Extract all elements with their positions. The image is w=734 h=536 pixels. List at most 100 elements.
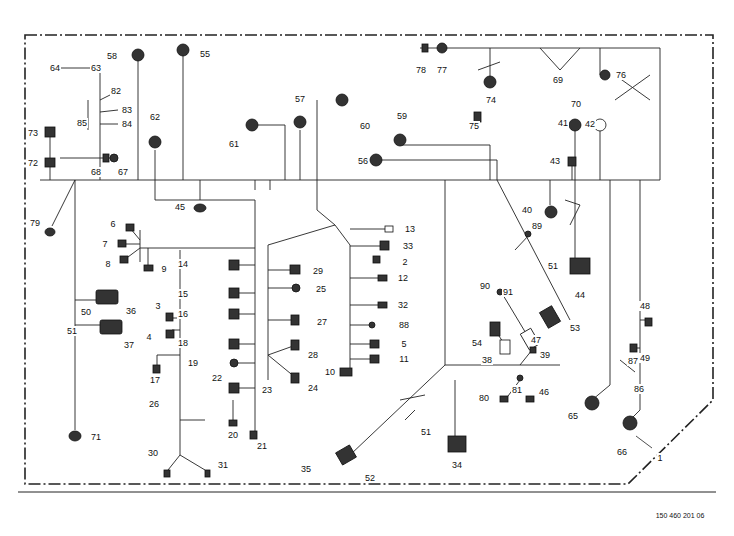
wires xyxy=(40,48,660,470)
callout-number: 75 xyxy=(468,121,480,131)
connector-icon xyxy=(484,76,496,88)
callout-number: 24 xyxy=(307,383,319,393)
connector-icon xyxy=(96,290,118,304)
callout-number: 6 xyxy=(109,219,116,229)
connector-icon xyxy=(250,431,257,439)
callout-number: 41 xyxy=(557,118,569,128)
callout-number: 59 xyxy=(396,111,408,121)
callout-number: 55 xyxy=(199,49,211,59)
connector-icon xyxy=(336,94,348,106)
callout-number: 65 xyxy=(567,411,579,421)
callout-number: 35 xyxy=(300,464,312,474)
connector-icon xyxy=(378,302,387,308)
connector-icon xyxy=(110,154,118,162)
connector-icon xyxy=(500,340,510,354)
wire-branch xyxy=(550,130,648,420)
callout-number: 52 xyxy=(364,473,376,483)
callout-number: 45 xyxy=(174,202,186,212)
callout-number: 69 xyxy=(552,75,564,85)
callout-number: 66 xyxy=(616,447,628,457)
connector-icon xyxy=(294,116,306,128)
callout-number: 37 xyxy=(123,340,135,350)
callout-number: 90 xyxy=(479,281,491,291)
callout-number: 33 xyxy=(402,241,414,251)
callout-number: 80 xyxy=(478,393,490,403)
callout-number: 13 xyxy=(404,224,416,234)
connector-icon xyxy=(500,396,508,402)
connector-icon xyxy=(149,136,161,148)
connector-icons xyxy=(45,43,652,477)
callout-number: 50 xyxy=(80,307,92,317)
connector-icon xyxy=(229,288,239,298)
callout-number: 51 xyxy=(66,326,78,336)
connector-icon xyxy=(623,416,637,430)
callout-number: 71 xyxy=(90,432,102,442)
connector-icon xyxy=(229,383,239,393)
connector-icon xyxy=(369,322,375,328)
connector-icon xyxy=(166,330,174,338)
callout-number: 9 xyxy=(160,264,167,274)
connector-icon xyxy=(385,226,393,232)
callout-number: 4 xyxy=(145,332,152,342)
callout-number: 17 xyxy=(149,375,161,385)
connector-icon xyxy=(229,339,239,349)
callout-number: 47 xyxy=(530,335,542,345)
wire-branch xyxy=(138,55,317,200)
callout-number: 43 xyxy=(549,156,561,166)
callout-number: 1 xyxy=(656,453,663,463)
connector-icon xyxy=(229,309,239,319)
callout-number: 48 xyxy=(639,301,651,311)
callout-number: 44 xyxy=(574,290,586,300)
callout-number: 81 xyxy=(511,385,523,395)
connector-icon xyxy=(370,355,379,363)
callout-number: 49 xyxy=(639,353,651,363)
wire-branch xyxy=(52,180,75,430)
connector-icon xyxy=(100,320,122,334)
connector-icon xyxy=(45,127,55,137)
callout-number: 70 xyxy=(570,99,582,109)
callout-number: 27 xyxy=(316,317,328,327)
callout-number: 91 xyxy=(502,287,514,297)
callout-number: 10 xyxy=(324,367,336,377)
harness-border xyxy=(25,35,713,484)
connector-icon xyxy=(291,315,299,325)
callout-number: 19 xyxy=(187,358,199,368)
connector-icon xyxy=(291,373,299,383)
connector-icon xyxy=(585,396,599,410)
leader-line xyxy=(636,436,652,448)
wire-branch xyxy=(50,68,118,180)
callout-number: 62 xyxy=(149,112,161,122)
callout-number: 38 xyxy=(481,355,493,365)
callout-number: 58 xyxy=(106,51,118,61)
callout-number: 51 xyxy=(547,261,559,271)
callout-number: 60 xyxy=(359,121,371,131)
connector-icon xyxy=(437,43,447,53)
callout-number: 8 xyxy=(104,259,111,269)
callout-number: 72 xyxy=(27,158,39,168)
callout-number: 54 xyxy=(471,338,483,348)
connector-icon xyxy=(448,436,466,452)
callout-number: 42 xyxy=(584,119,596,129)
connector-icon xyxy=(45,158,55,167)
connector-icon xyxy=(525,231,531,237)
callout-number: 7 xyxy=(101,239,108,249)
callout-number: 78 xyxy=(415,65,427,75)
callout-number: 89 xyxy=(531,221,543,231)
connector-icon xyxy=(205,470,210,477)
callout-number: 23 xyxy=(261,385,273,395)
wire-branch xyxy=(122,180,255,435)
callout-number: 86 xyxy=(633,384,645,394)
connector-icon xyxy=(539,306,560,329)
callout-number: 63 xyxy=(90,63,102,73)
wire-branch xyxy=(268,180,385,380)
callout-number: 67 xyxy=(117,167,129,177)
callout-number: 82 xyxy=(110,86,122,96)
wire-branch xyxy=(420,48,660,180)
callout-number: 74 xyxy=(485,95,497,105)
connector-icon xyxy=(292,284,300,292)
callout-number: 12 xyxy=(397,273,409,283)
callout-number: 61 xyxy=(228,139,240,149)
callout-number: 73 xyxy=(27,128,39,138)
connector-icon xyxy=(378,275,387,281)
